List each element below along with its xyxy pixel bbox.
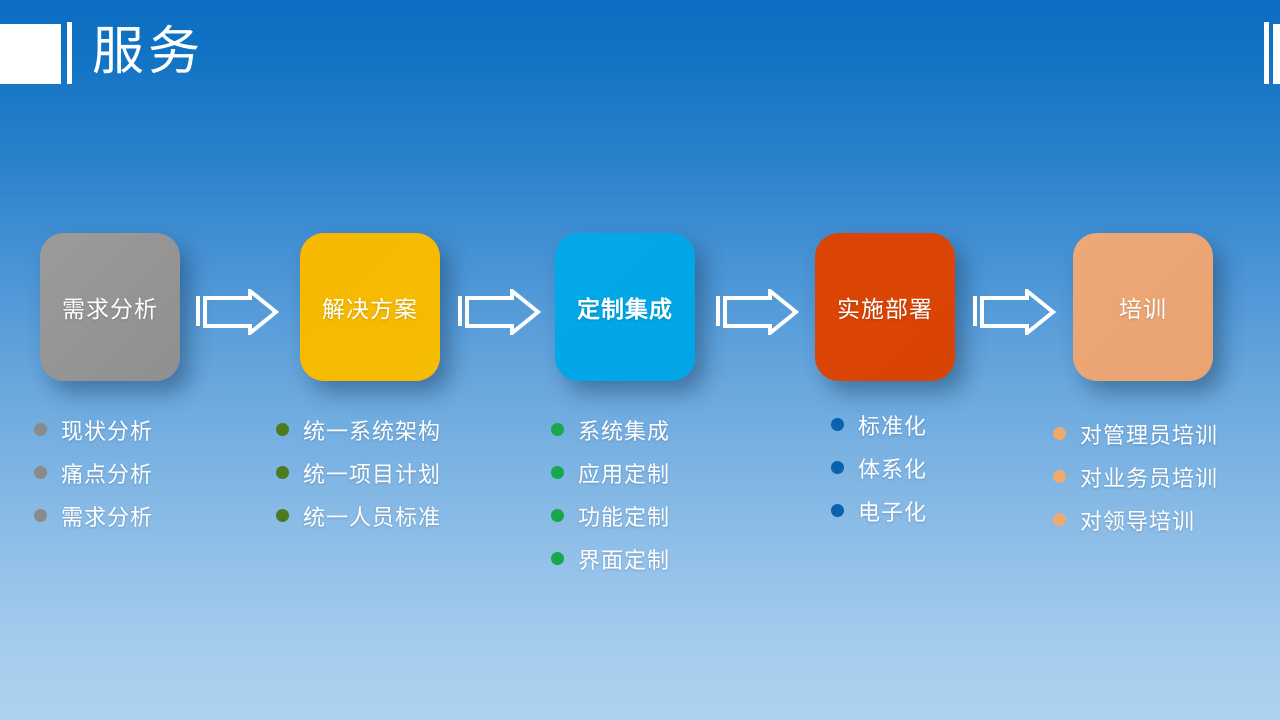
list-item[interactable]: 统一系统架构 [276, 408, 441, 451]
list-item-label: 痛点分析 [61, 461, 154, 487]
list-item-label: 对领导培训 [1080, 508, 1196, 534]
flow-arrow-icon-3 [716, 289, 800, 335]
list-item-label: 功能定制 [578, 504, 671, 530]
list-item[interactable]: 系统集成 [551, 408, 670, 451]
list-item[interactable]: 界面定制 [551, 537, 670, 580]
header-divider-bar-right [1264, 22, 1269, 84]
page-title: 服务 [92, 23, 205, 81]
list-item[interactable]: 统一人员标准 [276, 494, 441, 537]
header-decoration-block-right [1273, 24, 1280, 84]
process-step-label: 需求分析 [62, 296, 158, 322]
list-item[interactable]: 对领导培训 [1053, 498, 1218, 541]
process-step-label: 定制集成 [577, 296, 673, 322]
process-step-box-5[interactable]: 培训 [1073, 233, 1213, 381]
bullet-dot-icon [551, 509, 564, 522]
bullet-dot-icon [276, 423, 289, 436]
bullet-dot-icon [831, 418, 844, 431]
bullet-dot-icon [1053, 513, 1066, 526]
process-step-box-4[interactable]: 实施部署 [815, 233, 955, 381]
bullet-dot-icon [276, 509, 289, 522]
flow-arrow-icon-2 [458, 289, 542, 335]
list-item[interactable]: 对业务员培训 [1053, 455, 1218, 498]
list-item[interactable]: 对管理员培训 [1053, 412, 1218, 455]
list-item[interactable]: 痛点分析 [34, 451, 153, 494]
list-item-label: 界面定制 [578, 547, 671, 573]
bullet-dot-icon [1053, 427, 1066, 440]
bullet-dot-icon [551, 423, 564, 436]
process-step-box-2[interactable]: 解决方案 [300, 233, 440, 381]
list-item-label: 应用定制 [578, 461, 671, 487]
list-item[interactable]: 体系化 [831, 446, 927, 489]
list-item[interactable]: 现状分析 [34, 408, 153, 451]
bullet-column-training: 对管理员培训对业务员培训对领导培训 [1053, 412, 1218, 541]
list-item-label: 对管理员培训 [1080, 422, 1219, 448]
bullet-dot-icon [831, 504, 844, 517]
list-item[interactable]: 需求分析 [34, 494, 153, 537]
bullet-dot-icon [551, 552, 564, 565]
flow-arrow-icon-4 [973, 289, 1057, 335]
header-divider-bar-left [67, 22, 72, 84]
list-item-label: 统一项目计划 [303, 461, 442, 487]
list-item[interactable]: 统一项目计划 [276, 451, 441, 494]
list-item-label: 系统集成 [578, 418, 671, 444]
list-item[interactable]: 功能定制 [551, 494, 670, 537]
list-item[interactable]: 电子化 [831, 489, 927, 532]
list-item-label: 标准化 [858, 413, 928, 439]
list-item-label: 对业务员培训 [1080, 465, 1219, 491]
bullet-column-solution: 统一系统架构统一项目计划统一人员标准 [276, 408, 441, 537]
list-item-label: 电子化 [858, 499, 928, 525]
slide-header: 服务 [0, 0, 1280, 104]
bullet-dot-icon [34, 423, 47, 436]
list-item-label: 体系化 [858, 456, 928, 482]
bullet-dot-icon [551, 466, 564, 479]
bullet-dot-icon [34, 466, 47, 479]
bullet-dot-icon [276, 466, 289, 479]
process-step-label: 培训 [1119, 296, 1167, 322]
list-item-label: 统一系统架构 [303, 418, 442, 444]
process-step-label: 实施部署 [837, 296, 933, 322]
header-logo-placeholder-block [0, 24, 61, 84]
process-step-box-1[interactable]: 需求分析 [40, 233, 180, 381]
bullet-dot-icon [34, 509, 47, 522]
list-item[interactable]: 标准化 [831, 403, 927, 446]
list-item[interactable]: 应用定制 [551, 451, 670, 494]
bullet-dot-icon [831, 461, 844, 474]
bullet-dot-icon [1053, 470, 1066, 483]
list-item-label: 统一人员标准 [303, 504, 442, 530]
list-item-label: 现状分析 [61, 418, 154, 444]
bullet-column-requirements-analysis: 现状分析痛点分析需求分析 [34, 408, 153, 537]
process-step-box-3[interactable]: 定制集成 [555, 233, 695, 381]
flow-arrow-icon-1 [196, 289, 280, 335]
list-item-label: 需求分析 [61, 504, 154, 530]
process-step-label: 解决方案 [322, 296, 418, 322]
bullet-column-implementation-deployment: 标准化体系化电子化 [831, 403, 927, 532]
bullet-column-custom-integration: 系统集成应用定制功能定制界面定制 [551, 408, 670, 580]
